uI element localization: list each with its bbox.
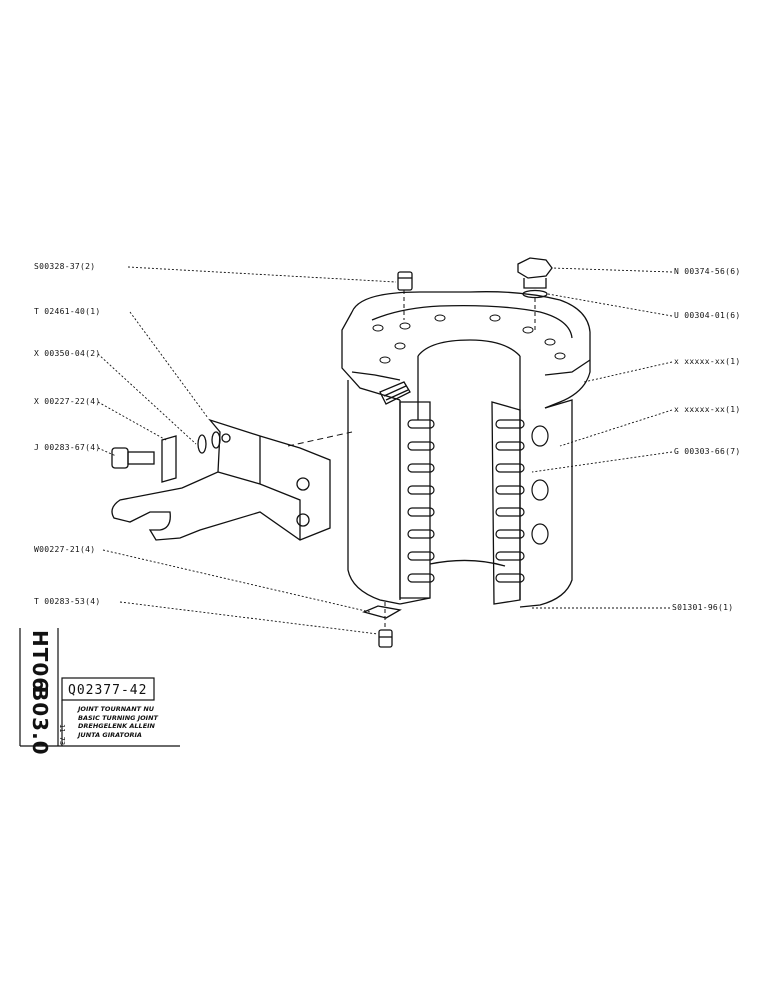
callout-nut: N 00374-56(6) [674, 267, 741, 276]
flange-bolt-holes [372, 314, 566, 364]
callout-bottom-screw: T 00283-53(4) [34, 597, 101, 606]
set-screw-part [397, 271, 413, 291]
seal-rings-left [407, 419, 435, 583]
callout-nut-washer: U 00304-01(6) [674, 311, 741, 320]
side-section-code: B03.0 [28, 686, 52, 756]
title-block-frame [19, 628, 180, 747]
flange-stud [379, 381, 411, 405]
callout-housing-a: x xxxxx-xx(1) [674, 357, 741, 366]
callout-washer-a: X 00350-04(2) [34, 349, 101, 358]
callout-seal-rings: G 00303-66(7) [674, 447, 741, 456]
leader-lines [97, 266, 673, 635]
callout-housing-b: x xxxxx-xx(1) [674, 405, 741, 414]
bottom-screw-part [362, 605, 402, 648]
date-code: 11-73 [58, 724, 66, 746]
side-group-code: HT06 [28, 630, 52, 693]
callout-bracket-bolt: J 00283-67(4) [34, 443, 101, 452]
title-spanish: JUNTA GIRATORIA [78, 730, 142, 739]
callout-set-screw: S00328-37(2) [34, 262, 96, 271]
bracket-bolt-set [111, 431, 221, 483]
callout-bracket: T 02461-40(1) [34, 307, 101, 316]
nut-and-washer-part [517, 257, 553, 299]
callout-bottom-seal: S01301-96(1) [672, 603, 734, 612]
title-block-text: JOINT TOURNANT NU BASIC TURNING JOINT DR… [78, 705, 158, 739]
title-french: JOINT TOURNANT NU [78, 705, 155, 713]
callout-lock-washer: W00227-21(4) [34, 545, 96, 554]
callout-washer-b: X 00227-22(4) [34, 397, 101, 406]
title-german: DREHGELENK ALLEIN [78, 722, 155, 730]
title-english: BASIC TURNING JOINT [78, 713, 158, 722]
part-number: Q02377-42 [68, 683, 148, 698]
turning-joint-body [341, 291, 591, 608]
seal-rings-right [495, 419, 549, 583]
mounting-bracket-part [111, 418, 331, 541]
